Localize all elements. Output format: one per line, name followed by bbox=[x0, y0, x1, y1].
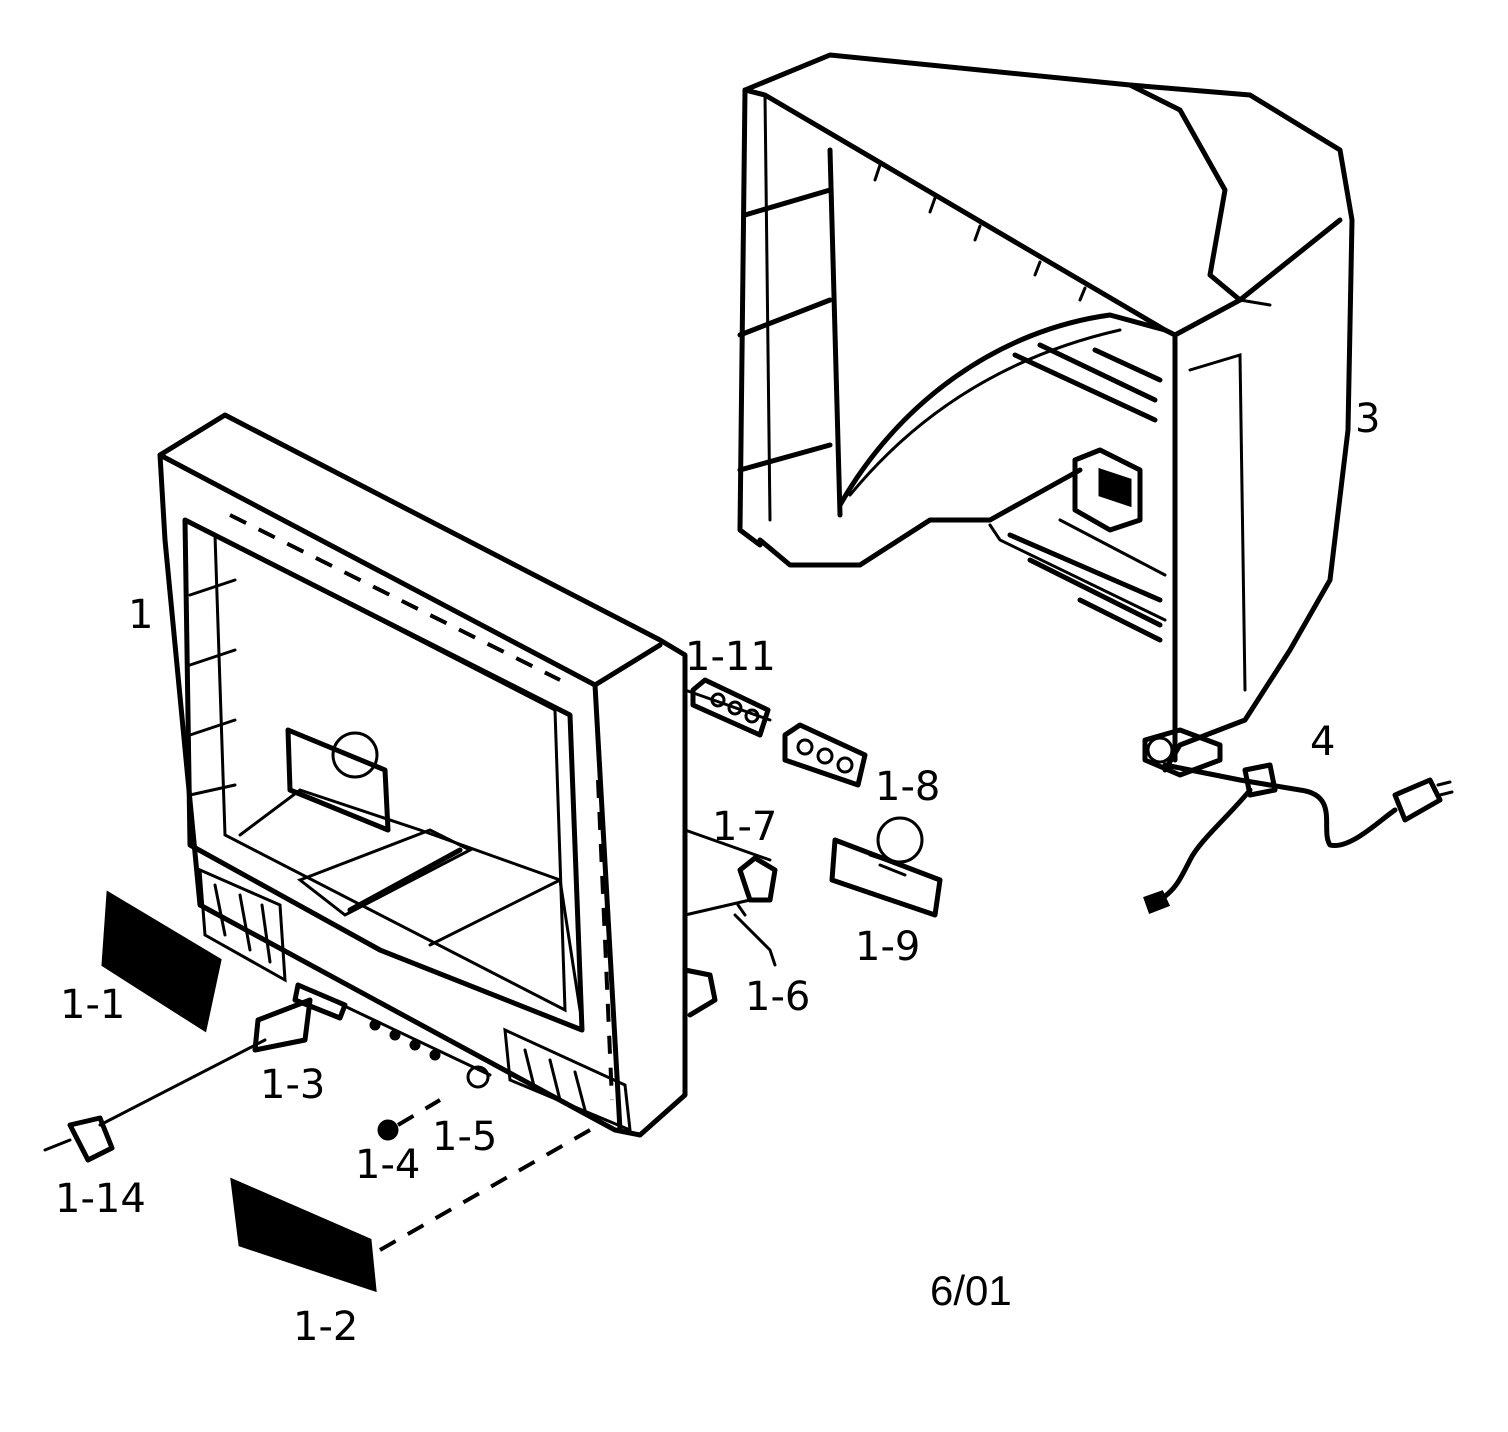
part-1-2-grille bbox=[230, 1128, 591, 1293]
part-1-3-bracket bbox=[252, 982, 348, 1053]
part-1-4-button bbox=[377, 1098, 442, 1141]
part-1-7-bracket bbox=[736, 855, 778, 917]
part-1-6-leader bbox=[733, 913, 777, 967]
callout-1-5: 1-5 bbox=[432, 1114, 497, 1160]
callout-1-4: 1-4 bbox=[355, 1142, 420, 1188]
callout-1-9: 1-9 bbox=[855, 924, 920, 970]
part-1-9-module bbox=[829, 816, 943, 918]
rear-cabinet bbox=[737, 52, 1355, 778]
callout-4: 4 bbox=[1310, 719, 1335, 765]
date-stamp: 6/01 bbox=[930, 1267, 1012, 1314]
part-1-8-jack-board bbox=[782, 722, 868, 788]
callout-labels: 1 1-1 1-2 1-3 1-4 1-5 1-6 1-7 1-8 1-9 1-… bbox=[55, 396, 1380, 1350]
front-cabinet bbox=[157, 412, 772, 1138]
callout-1: 1 bbox=[128, 592, 153, 638]
part-1-14-knob bbox=[43, 1038, 267, 1163]
callout-3: 3 bbox=[1355, 396, 1380, 442]
callout-1-8: 1-8 bbox=[875, 764, 940, 810]
part-1-11-jack-board bbox=[690, 677, 771, 738]
callout-1-3: 1-3 bbox=[260, 1062, 325, 1108]
callout-1-11: 1-11 bbox=[685, 634, 776, 680]
callout-1-7: 1-7 bbox=[712, 804, 777, 850]
callout-1-1: 1-1 bbox=[60, 982, 125, 1028]
part-1-1-grille bbox=[101, 890, 222, 1033]
power-cord bbox=[1143, 762, 1454, 914]
callout-1-6: 1-6 bbox=[745, 974, 810, 1020]
callout-1-14: 1-14 bbox=[55, 1176, 146, 1222]
callout-1-2: 1-2 bbox=[293, 1304, 358, 1350]
